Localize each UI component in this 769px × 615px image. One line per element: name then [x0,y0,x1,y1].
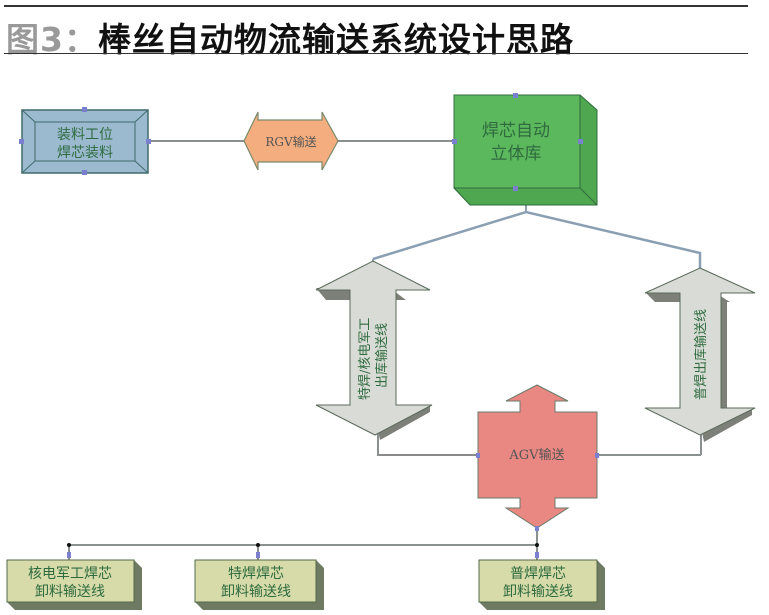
unload-nuclear-line1: 核电军工焊芯 [28,566,112,582]
left-conveyor-line1: 特焊/核电军工 [357,318,373,400]
right-conveyor-label: 普焊出库输送线 [693,309,709,400]
unload-general-node[interactable]: 普焊焊芯 卸料输送线 [478,559,605,610]
connector-warehouse-split [372,210,702,268]
left-conveyor-node[interactable]: 特焊/核电军工 出库输送线 [315,260,433,440]
rgv-node[interactable]: RGV输送 [243,111,339,171]
connection-handles [19,93,599,558]
top-rule [4,5,748,7]
unload-nuclear-node[interactable]: 核电军工焊芯 卸料输送线 [6,559,142,610]
rgv-label: RGV输送 [265,134,316,149]
unload-general-line2: 卸料输送线 [503,584,573,600]
left-conveyor-line2: 出库输送线 [374,323,390,388]
junction-dots [67,543,539,547]
figure-label: 图3： [6,20,98,59]
agv-label: AGV输送 [508,447,564,463]
figure-title: 图3：棒丝自动物流输送系统设计思路 [6,13,574,61]
right-conveyor-node[interactable]: 普焊出库输送线 [644,267,756,442]
unload-special-line1: 特焊焊芯 [228,566,284,582]
unload-special-node[interactable]: 特焊焊芯 卸料输送线 [194,559,324,610]
loading-station-node[interactable]: 装料工位 焊芯装料 [21,109,149,174]
unload-general-line1: 普焊焊芯 [510,566,566,582]
connectors [68,140,702,560]
warehouse-line1: 焊芯自动 [482,121,550,141]
loading-station-line1: 装料工位 [57,127,113,143]
agv-node[interactable]: AGV输送 [477,384,598,529]
unload-special-line2: 卸料输送线 [221,584,291,600]
unload-nuclear-line2: 卸料输送线 [35,584,105,600]
warehouse-node[interactable]: 焊芯自动 立体库 [453,94,598,206]
warehouse-line2: 立体库 [491,144,542,164]
loading-station-line2: 焊芯装料 [57,145,113,161]
bottom-rule [4,53,748,54]
title-text: 棒丝自动物流输送系统设计思路 [97,20,574,59]
